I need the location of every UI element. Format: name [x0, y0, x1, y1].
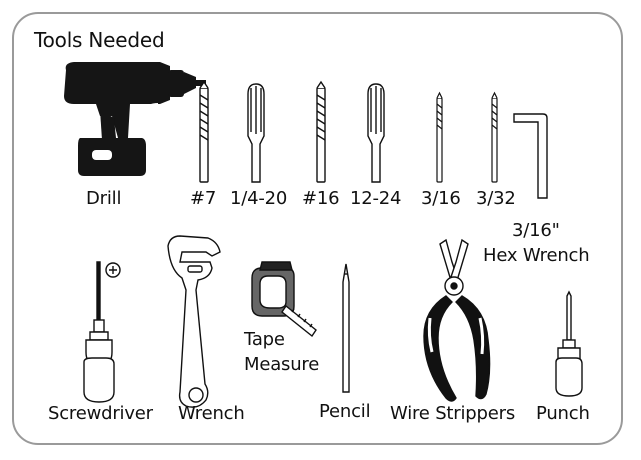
drill-bit-3-32-icon [491, 91, 498, 183]
wire-strippers-icon [423, 238, 491, 402]
label-tap-1-4-20: 1/4-20 [230, 188, 288, 209]
card-title: Tools Needed [34, 28, 165, 52]
drill-bit-7-icon [199, 80, 209, 183]
drill-bit-3-16-icon [436, 91, 443, 183]
drill-bit-16-icon [316, 80, 326, 183]
label-wire-strippers: Wire Strippers [390, 403, 515, 424]
label-hex-name: Hex Wrench [483, 245, 590, 266]
label-tape: Tape [244, 329, 285, 350]
tap-12-24-icon [367, 83, 385, 183]
tape-measure-icon [251, 261, 317, 338]
label-screwdriver: Screwdriver [48, 403, 153, 424]
label-wrench: Wrench [178, 403, 245, 424]
hex-wrench-icon [513, 113, 548, 199]
drill-icon [64, 62, 206, 176]
punch-icon [555, 290, 583, 397]
label-bit-7: #7 [190, 188, 217, 209]
tap-1-4-20-icon [247, 83, 265, 183]
pencil-icon [342, 263, 350, 393]
label-tap-12-24: 12-24 [350, 188, 402, 209]
label-pencil: Pencil [319, 401, 371, 422]
label-punch: Punch [536, 403, 590, 424]
label-bit-16: #16 [302, 188, 340, 209]
wrench-icon [167, 235, 221, 408]
label-bit-3-16: 3/16 [421, 188, 461, 209]
screwdriver-icon [83, 261, 121, 403]
label-hex-size: 3/16" [512, 220, 560, 241]
label-measure: Measure [244, 354, 320, 375]
label-bit-3-32: 3/32 [476, 188, 516, 209]
label-drill: Drill [86, 188, 122, 209]
